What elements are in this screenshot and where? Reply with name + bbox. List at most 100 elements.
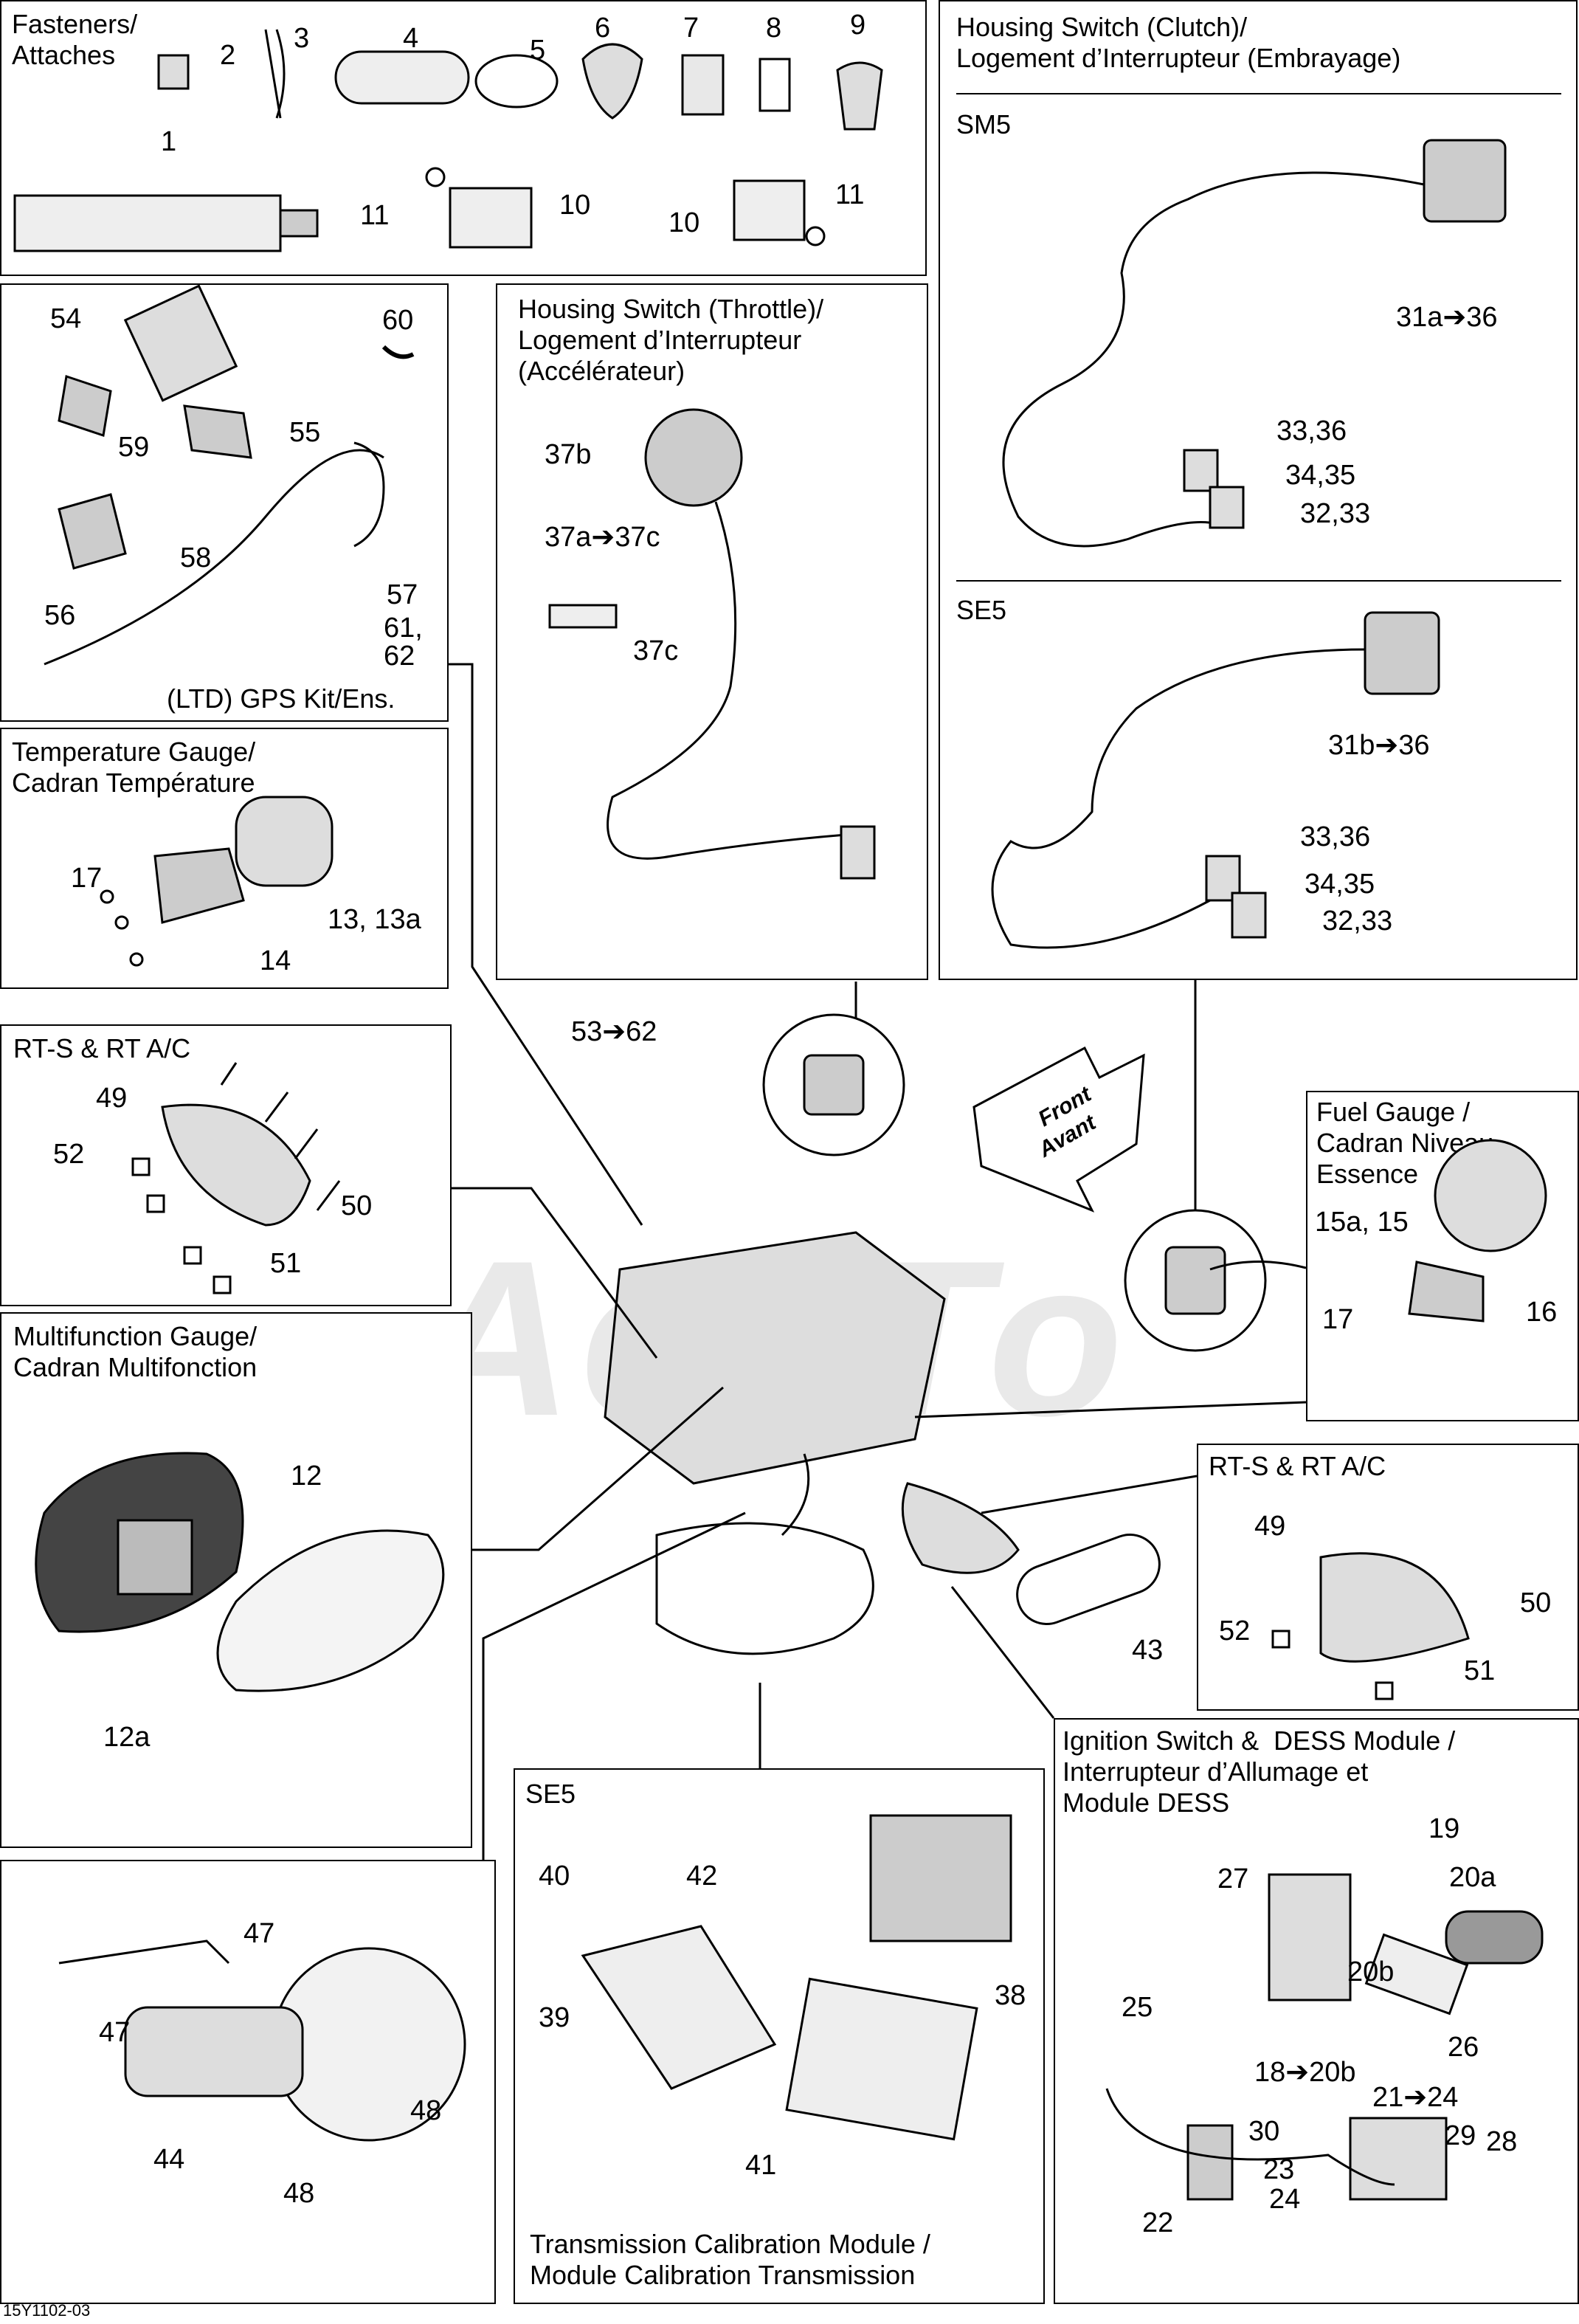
part-label: 50 bbox=[1520, 1587, 1552, 1618]
part-label: 34,35 bbox=[1305, 869, 1375, 900]
part-label: 53➔62 bbox=[571, 1016, 657, 1047]
part-label: 32,33 bbox=[1322, 906, 1393, 937]
part-label: 51 bbox=[270, 1248, 302, 1279]
part-label: 31b➔36 bbox=[1328, 730, 1430, 761]
part-label: 18➔20b bbox=[1254, 2057, 1356, 2088]
part-label: 19 bbox=[1428, 1813, 1460, 1844]
part-label: 57 bbox=[387, 579, 418, 610]
part-label: 49 bbox=[1254, 1511, 1286, 1542]
part-label: 44 bbox=[153, 2144, 185, 2175]
temperature-gauge-panel: Temperature Gauge/ Cadran Température bbox=[0, 728, 449, 989]
part-label: 11 bbox=[360, 200, 390, 231]
part-label: 7 bbox=[683, 13, 699, 44]
panel-title: SE5 bbox=[525, 1779, 576, 1809]
panel-title: Multifunction Gauge/ Cadran Multifonctio… bbox=[13, 1321, 258, 1382]
part-label: 28 bbox=[1486, 2126, 1518, 2157]
part-label: 33,36 bbox=[1300, 821, 1371, 852]
part-label: 1 bbox=[161, 126, 177, 157]
part-label: 58 bbox=[180, 542, 212, 573]
part-label: 26 bbox=[1448, 2032, 1479, 2063]
part-label: 15a, 15 bbox=[1315, 1207, 1409, 1238]
part-label: 10 bbox=[668, 207, 700, 238]
part-label: 38 bbox=[995, 1980, 1026, 2011]
part-label: 59 bbox=[118, 432, 150, 463]
part-label: 47 bbox=[99, 2017, 131, 2048]
part-label: 13, 13a bbox=[328, 904, 421, 935]
part-label: 51 bbox=[1464, 1655, 1496, 1686]
part-label: 11 bbox=[835, 179, 865, 210]
panel-title: Fuel Gauge / Cadran Niveau Essence bbox=[1316, 1097, 1494, 1189]
part-label: 20a bbox=[1449, 1862, 1496, 1893]
part-label: 34,35 bbox=[1285, 460, 1356, 491]
part-label: 37a➔37c bbox=[545, 522, 660, 553]
part-label: 33,36 bbox=[1276, 416, 1347, 446]
part-label: 41 bbox=[745, 2150, 777, 2181]
part-label: 52 bbox=[1219, 1616, 1251, 1647]
part-label: 42 bbox=[686, 1861, 718, 1892]
part-label: 8 bbox=[766, 13, 782, 44]
part-label: 17 bbox=[1322, 1304, 1354, 1335]
part-label: 37c bbox=[633, 635, 679, 666]
part-label: 47 bbox=[243, 1918, 275, 1949]
part-label: 17 bbox=[71, 863, 103, 894]
part-label: 56 bbox=[44, 600, 76, 631]
tcm-panel: SE5 Transmission Calibration Module / Mo… bbox=[514, 1768, 1045, 2304]
panel-title: Fasteners/ Attaches bbox=[12, 9, 138, 70]
multifunction-gauge-panel: Multifunction Gauge/ Cadran Multifonctio… bbox=[0, 1312, 472, 1848]
part-label: 52 bbox=[53, 1139, 85, 1170]
part-label: 9 bbox=[850, 10, 866, 41]
part-label: 48 bbox=[410, 2095, 442, 2126]
watermark: AehTo bbox=[413, 1214, 1131, 1462]
clutch-switch-panel: Housing Switch (Clutch)/ Logement d’Inte… bbox=[939, 0, 1578, 980]
part-label: 25 bbox=[1122, 1992, 1153, 2023]
panel-title: (LTD) GPS Kit/Ens. bbox=[167, 683, 395, 714]
part-label: 43 bbox=[1132, 1635, 1164, 1666]
part-label: 24 bbox=[1269, 2184, 1301, 2215]
part-label: 37b bbox=[545, 439, 592, 470]
part-label: 60 bbox=[382, 305, 414, 336]
footer-code: 15Y1102-03 bbox=[3, 2301, 91, 2320]
part-label: 32,33 bbox=[1300, 498, 1371, 529]
part-label: 20b bbox=[1347, 1956, 1395, 1987]
panel-footer: Transmission Calibration Module / Module… bbox=[530, 2229, 930, 2290]
part-label: 6 bbox=[595, 13, 611, 44]
part-label: 4 bbox=[403, 23, 419, 54]
part-label: 48 bbox=[283, 2178, 315, 2209]
throttle-switch-panel: Housing Switch (Throttle)/ Logement d’In… bbox=[496, 283, 928, 980]
panel-title: Housing Switch (Throttle)/ Logement d’In… bbox=[518, 294, 824, 386]
part-label: 22 bbox=[1142, 2207, 1174, 2238]
part-label: 10 bbox=[559, 190, 591, 221]
part-label: 54 bbox=[50, 303, 82, 334]
part-label: 23 bbox=[1263, 2154, 1295, 2185]
part-label: 12a bbox=[103, 1722, 151, 1753]
part-label: 49 bbox=[96, 1083, 128, 1114]
part-label: 16 bbox=[1526, 1297, 1558, 1328]
se5-label: SE5 bbox=[956, 595, 1007, 625]
part-label: 40 bbox=[539, 1861, 570, 1892]
part-label: 61, 62 bbox=[384, 613, 423, 672]
part-label: 12 bbox=[291, 1461, 322, 1492]
part-label: 30 bbox=[1248, 2116, 1280, 2147]
part-label: 50 bbox=[341, 1190, 373, 1221]
part-label: 5 bbox=[530, 35, 546, 66]
panel-title: Housing Switch (Clutch)/ Logement d’Inte… bbox=[956, 12, 1401, 73]
part-label: 21➔24 bbox=[1372, 2082, 1459, 2113]
part-label: 2 bbox=[220, 40, 236, 71]
panel-title: RT-S & RT A/C bbox=[13, 1033, 191, 1063]
gps-kit-panel: (LTD) GPS Kit/Ens. bbox=[0, 283, 449, 722]
panel-title: Ignition Switch & DESS Module / Interrup… bbox=[1063, 1725, 1456, 1818]
part-label: 29 bbox=[1445, 2120, 1476, 2151]
part-label: 14 bbox=[260, 945, 291, 976]
part-label: 31a➔36 bbox=[1396, 302, 1498, 333]
panel-title: Temperature Gauge/ Cadran Température bbox=[12, 737, 256, 798]
rts-right-panel: RT-S & RT A/C bbox=[1197, 1444, 1579, 1711]
part-label: 27 bbox=[1217, 1863, 1249, 1894]
part-label: 39 bbox=[539, 2002, 570, 2033]
panel-title: RT-S & RT A/C bbox=[1209, 1451, 1386, 1481]
fasteners-panel: Fasteners/ Attaches bbox=[0, 0, 927, 276]
part-label: 55 bbox=[289, 417, 321, 448]
part-label: 3 bbox=[294, 23, 310, 54]
sm5-label: SM5 bbox=[956, 109, 1012, 139]
fuel-gauge-panel: Fuel Gauge / Cadran Niveau Essence bbox=[1306, 1091, 1579, 1421]
ignition-switch-panel: Ignition Switch & DESS Module / Interrup… bbox=[1054, 1718, 1579, 2304]
